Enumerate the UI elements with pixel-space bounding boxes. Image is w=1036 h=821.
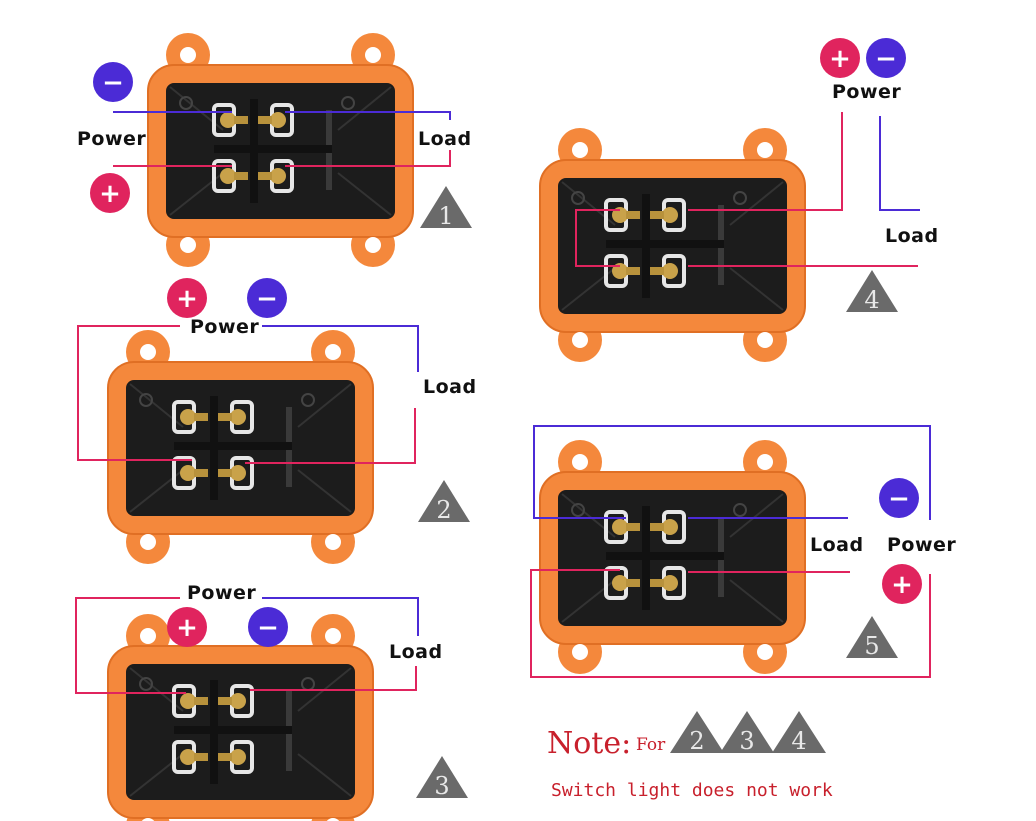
switch-housing-1	[146, 31, 415, 269]
svg-text:−: −	[888, 484, 910, 514]
note: Note: For 2 3 4 Switch light does not wo…	[547, 711, 833, 801]
power-label: Power	[887, 534, 956, 556]
power-label: Power	[187, 582, 256, 604]
note-text: Switch light does not work	[551, 780, 833, 801]
note-ref-badge: 3	[720, 711, 774, 755]
svg-text:+: +	[829, 44, 851, 74]
svg-text:3: 3	[739, 727, 754, 755]
wire-positive-3	[75, 597, 186, 694]
svg-text:5: 5	[864, 632, 879, 660]
diagram-number-badge: 2	[418, 480, 470, 524]
svg-text:+: +	[176, 613, 198, 643]
minus-symbol: −	[248, 607, 288, 647]
load-label: Load	[810, 534, 864, 556]
plus-symbol: +	[167, 607, 207, 647]
svg-text:4: 4	[864, 286, 879, 314]
svg-text:+: +	[176, 284, 198, 314]
power-label: Power	[832, 81, 901, 103]
switch-housing-2	[106, 328, 375, 566]
wire-load-2	[245, 408, 416, 464]
diagram-number-badge: 1	[420, 186, 472, 230]
load-label: Load	[389, 641, 443, 663]
plus-symbol: +	[820, 38, 860, 78]
diagram-3: + − Power Load 3	[75, 582, 468, 821]
svg-text:−: −	[257, 613, 279, 643]
diagram-1: − + Power Load 1	[77, 31, 472, 269]
diagram-number-badge: 3	[416, 756, 468, 800]
svg-text:3: 3	[434, 772, 449, 800]
svg-text:+: +	[99, 179, 121, 209]
svg-text:4: 4	[791, 727, 806, 755]
load-label: Load	[423, 376, 477, 398]
note-for: For	[636, 735, 666, 755]
minus-symbol: −	[93, 62, 133, 102]
svg-text:2: 2	[689, 727, 704, 755]
diagram-number-badge: 4	[846, 270, 898, 314]
minus-symbol: −	[879, 478, 919, 518]
note-ref-badge: 4	[772, 711, 826, 755]
svg-text:−: −	[256, 284, 278, 314]
svg-text:+: +	[891, 570, 913, 600]
switch-housing-3	[106, 612, 375, 821]
svg-text:−: −	[102, 68, 124, 98]
diagram-5: − + Load Power 5	[530, 425, 956, 678]
wire-load-positive-1	[285, 150, 451, 167]
svg-text:−: −	[875, 44, 897, 74]
svg-text:1: 1	[438, 202, 453, 230]
wire-load-3	[250, 666, 417, 691]
wire-positive-5	[530, 569, 931, 678]
diagram-4: + − Power Load 4	[538, 38, 939, 364]
wire-negative-2	[262, 325, 419, 372]
wire-load-negative-1	[285, 111, 451, 120]
power-label: Power	[77, 128, 146, 150]
plus-symbol: +	[882, 564, 922, 604]
wire-positive-4	[688, 112, 843, 211]
plus-symbol: +	[90, 173, 130, 213]
wire-positive-2	[77, 325, 192, 461]
wire-negative-5	[533, 425, 931, 520]
note-title: Note:	[547, 726, 631, 761]
minus-symbol: −	[247, 278, 287, 318]
plus-symbol: +	[167, 278, 207, 318]
switch-housing-5	[538, 438, 807, 676]
power-label: Power	[190, 316, 259, 338]
svg-text:2: 2	[436, 496, 451, 524]
wire-negative-3	[262, 597, 419, 636]
diagram-number-badge: 5	[846, 616, 898, 660]
load-label: Load	[885, 225, 939, 247]
wire-negative-4	[879, 116, 920, 211]
switch-housing-4	[538, 126, 807, 364]
diagram-2: + − Power Load 2	[77, 278, 477, 566]
load-label: Load	[418, 128, 472, 150]
note-ref-badge: 2	[670, 711, 724, 755]
wire-jumper-4	[575, 209, 620, 267]
minus-symbol: −	[866, 38, 906, 78]
